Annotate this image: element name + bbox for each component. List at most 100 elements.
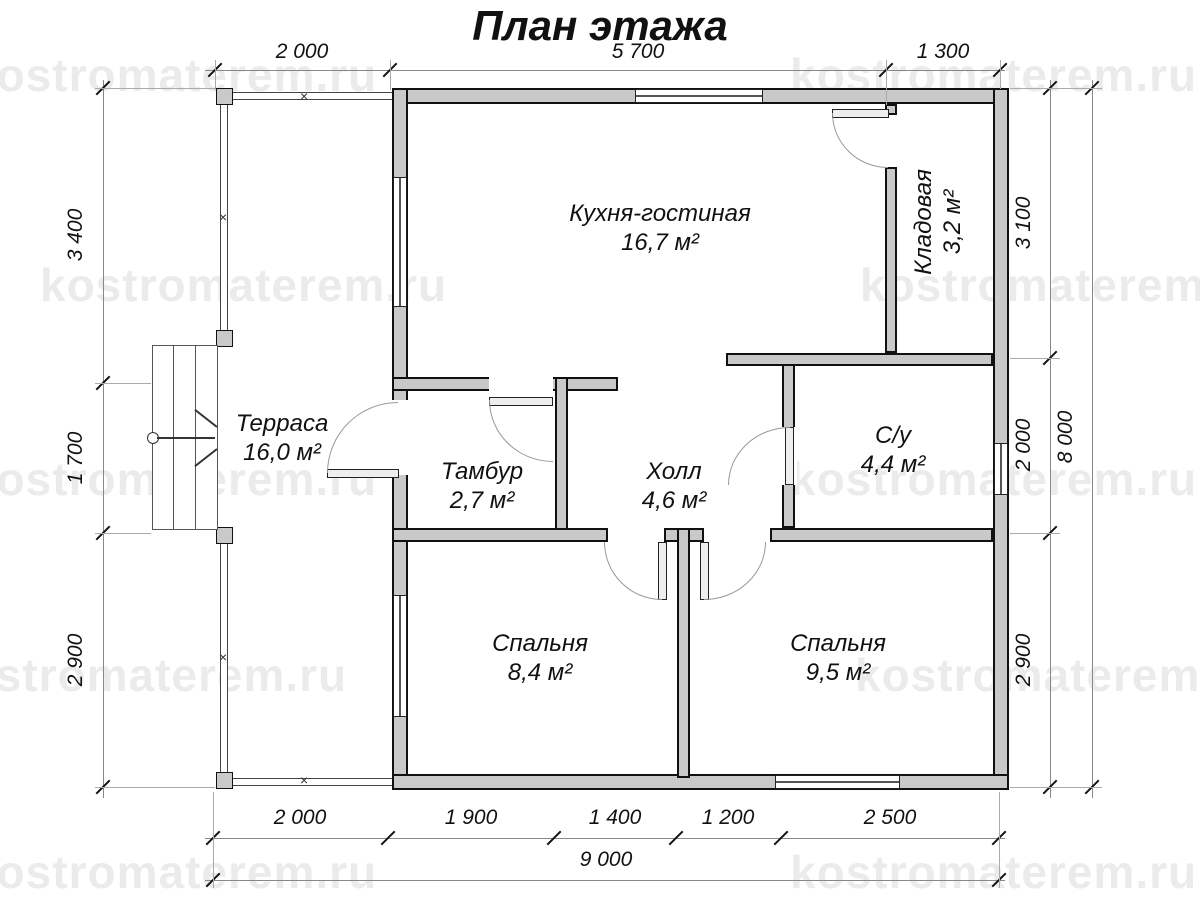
- dim-line-bottom-total: [205, 880, 1005, 881]
- watermark-text: kostromaterem.ru: [0, 649, 348, 701]
- watermark-text: kostromaterem.ru: [40, 259, 448, 311]
- dim-label-right-1: 2 000: [1012, 418, 1035, 472]
- dim-label-top-1: 5 700: [611, 40, 665, 63]
- dim-label-right-2: 2 900: [1012, 633, 1035, 687]
- extension-line: [886, 60, 887, 105]
- window-bathroom-right: [994, 443, 1008, 495]
- dim-label-right-0: 3 100: [1012, 196, 1035, 250]
- dim-label-bottom-4: 2 500: [863, 806, 917, 829]
- wall-tambour-hall: [555, 377, 568, 542]
- extension-line: [999, 792, 1000, 888]
- room-area: 2,7 м²: [449, 487, 515, 514]
- room-label-bedroom1: Спальня 8,4 м²: [492, 629, 588, 687]
- extension-line: [1010, 358, 1060, 359]
- room-label-bedroom2: Спальня 9,5 м²: [790, 629, 886, 687]
- room-area: 9,5 м²: [805, 659, 871, 686]
- room-label-tambour: Тамбур 2,7 м²: [441, 457, 523, 515]
- bathroom-door-swing: [728, 427, 790, 485]
- extension-line: [95, 533, 151, 534]
- extension-line: [390, 60, 391, 90]
- room-area: 3,2 м²: [939, 189, 966, 255]
- page-title: План этажа: [472, 2, 728, 49]
- terrace-wall-top: [233, 92, 392, 100]
- room-area: 16,7 м²: [621, 229, 699, 256]
- room-name: Кухня-гостиная: [569, 200, 751, 227]
- terrace-wall-left-upper: [220, 105, 228, 330]
- dim-label-bottom-2: 1 400: [588, 806, 642, 829]
- terrace-post: [216, 772, 233, 789]
- dim-line-bottom: [205, 838, 1005, 839]
- extension-line: [1010, 787, 1102, 788]
- wall-bathroom-top: [726, 353, 993, 366]
- room-area: 4,6 м²: [641, 487, 707, 514]
- room-label-kitchen: Кухня-гостиная 16,7 м²: [569, 199, 751, 257]
- dim-label-left-0: 3 400: [64, 208, 87, 262]
- watermark-text: kostromaterem.ru: [0, 846, 378, 898]
- room-name: Спальня: [790, 630, 886, 657]
- dim-line-left: [103, 80, 104, 798]
- dim-line-right-total: [1092, 80, 1093, 798]
- wall-bathroom-bedroom2: [770, 528, 993, 542]
- stud-x-mark: ×: [219, 649, 228, 665]
- bedroom2-door-swing: [704, 542, 766, 600]
- dim-label-bottom-total: 9 000: [579, 848, 633, 871]
- terrace-post: [216, 527, 233, 544]
- room-name: Кладовая: [910, 169, 937, 275]
- room-name: С/у: [874, 422, 911, 449]
- room-label-hall: Холл 4,6 м²: [642, 457, 706, 515]
- dim-label-top-0: 2 000: [275, 40, 329, 63]
- exterior-wall-bottom: [392, 774, 1009, 790]
- dim-label-right-total: 8 000: [1054, 410, 1077, 464]
- kitchen-door-swing: [489, 400, 553, 462]
- watermark-text: kostromaterem.ru: [855, 649, 1200, 701]
- dim-line-right: [1050, 80, 1051, 798]
- terrace-post: [216, 330, 233, 347]
- room-name: Спальня: [492, 630, 588, 657]
- terrace-post: [216, 88, 233, 105]
- extension-line: [213, 792, 214, 888]
- opening-kitchen-door: [489, 375, 553, 393]
- extension-line: [95, 383, 151, 384]
- stud-x-mark: ×: [219, 209, 228, 225]
- stud-x-mark: ×: [300, 772, 309, 788]
- terrace-wall-left-lower: [220, 544, 228, 772]
- extension-line: [215, 60, 216, 90]
- entrance-door-swing: [327, 402, 398, 473]
- window-bedroom2-bottom: [775, 775, 900, 789]
- room-name: Тамбур: [440, 458, 524, 485]
- extension-line: [95, 88, 215, 89]
- room-name: Терраса: [235, 410, 329, 437]
- room-label-bathroom: С/у 4,4 м²: [861, 421, 925, 479]
- dim-label-bottom-3: 1 200: [701, 806, 755, 829]
- extension-line: [1000, 60, 1001, 89]
- extension-line: [95, 787, 215, 788]
- room-area: 8,4 м²: [507, 659, 573, 686]
- wall-tambour-bedroom1: [392, 528, 608, 542]
- room-area: 4,4 м²: [860, 451, 926, 478]
- stair-arrow-line: [157, 437, 215, 439]
- window-kitchen-left: [393, 177, 407, 307]
- room-label-storage: Кладовая 3,2 м²: [909, 169, 967, 275]
- extension-line: [1010, 88, 1102, 89]
- dim-line-top: [205, 70, 1005, 71]
- wall-storage-left: [885, 167, 897, 353]
- dim-label-top-2: 1 300: [916, 40, 970, 63]
- room-name: Холл: [646, 458, 702, 485]
- extension-line: [1010, 533, 1060, 534]
- exterior-wall-right: [993, 88, 1009, 790]
- dim-label-bottom-1: 1 900: [444, 806, 498, 829]
- dim-label-left-2: 2 900: [64, 633, 87, 687]
- room-label-terrace: Терраса 16,0 м²: [236, 409, 329, 467]
- room-area: 16,0 м²: [243, 439, 321, 466]
- dim-label-bottom-0: 2 000: [273, 806, 327, 829]
- storage-door-swing: [832, 113, 888, 168]
- watermark-text: kostromaterem.ru: [790, 846, 1198, 898]
- window-bedroom1-left: [393, 595, 407, 717]
- dim-label-left-1: 1 700: [64, 431, 87, 485]
- wall-bedroom-divider: [677, 528, 690, 778]
- stud-x-mark: ×: [300, 88, 309, 104]
- window-kitchen-top: [635, 89, 763, 103]
- watermark-text: kostromaterem.ru: [860, 259, 1200, 311]
- terrace-wall-bottom: [233, 778, 392, 786]
